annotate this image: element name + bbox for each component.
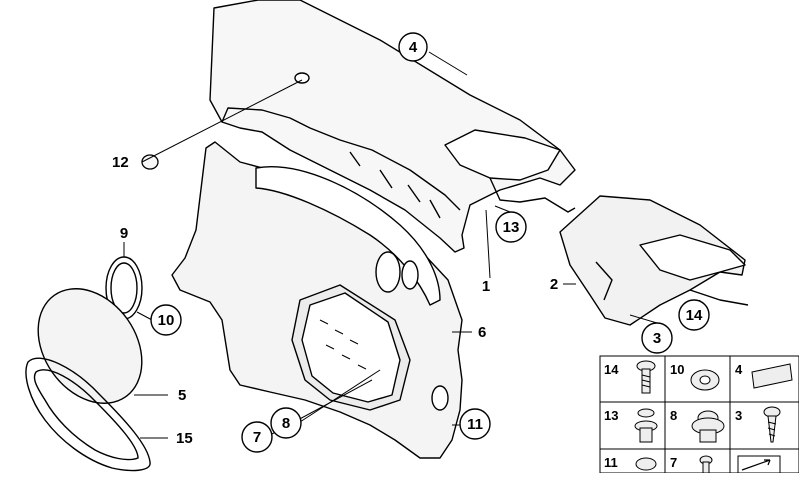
- svg-text:10: 10: [158, 312, 175, 329]
- svg-text:12: 12: [112, 154, 129, 171]
- callout-11: 11: [459, 408, 491, 440]
- svg-text:14: 14: [604, 362, 619, 377]
- callout-2: 2: [550, 276, 558, 293]
- fastener-legend: 14 10 4 13: [599, 355, 799, 474]
- grommet-icon: [691, 410, 725, 443]
- svg-text:3: 3: [653, 330, 661, 347]
- legend-cell-10: 10: [670, 362, 720, 391]
- callout-1: 1: [482, 278, 490, 295]
- part-side-trim: [171, 141, 463, 459]
- callout-6: 6: [478, 324, 486, 341]
- callout-4: 4: [398, 32, 428, 62]
- callout-13: 13: [495, 211, 527, 243]
- callout-9: 9: [120, 225, 128, 242]
- part-upper-trim-panel: [209, 0, 576, 253]
- svg-text:11: 11: [467, 416, 483, 433]
- part-speaker-frame: [25, 357, 151, 472]
- svg-text:8: 8: [282, 415, 290, 432]
- clip-nut-icon: [690, 369, 720, 391]
- svg-text:2: 2: [550, 276, 558, 293]
- svg-text:9: 9: [120, 225, 128, 242]
- svg-text:8: 8: [670, 408, 677, 423]
- screw-icon: [763, 406, 781, 443]
- svg-text:5: 5: [178, 387, 186, 404]
- legend-cell-4: 4: [735, 362, 793, 389]
- svg-text:4: 4: [409, 39, 418, 56]
- legend-cell-3: 3: [735, 406, 781, 443]
- leader-lines: [123, 51, 701, 439]
- callout-15: 15: [176, 430, 193, 447]
- part-plug: [141, 154, 159, 170]
- svg-text:11: 11: [604, 455, 618, 470]
- legend-cell-8: 8: [670, 408, 725, 443]
- legend-cell-14: 14: [604, 360, 656, 394]
- svg-text:3: 3: [735, 408, 742, 423]
- part-rear-bracket: [559, 195, 749, 326]
- callout-5: 5: [178, 387, 186, 404]
- pin-icon: [699, 455, 713, 474]
- legend-cell-13: 13: [604, 408, 658, 443]
- svg-text:13: 13: [503, 219, 520, 236]
- callout-14: 14: [678, 299, 710, 331]
- bolt-icon: [636, 360, 656, 394]
- callout-10: 10: [150, 304, 182, 336]
- svg-text:10: 10: [670, 362, 684, 377]
- part-speaker-cover: [37, 288, 143, 404]
- svg-text:13: 13: [604, 408, 618, 423]
- cap-icon: [751, 363, 793, 389]
- clip-icon: [635, 457, 657, 471]
- svg-text:1: 1: [482, 278, 490, 295]
- legend-cell-7: 7: [670, 455, 713, 474]
- svg-text:7: 7: [670, 455, 677, 470]
- callout-12: 12: [112, 154, 129, 171]
- svg-text:7: 7: [253, 429, 261, 446]
- expanding-rivet-icon: [634, 408, 658, 443]
- callout-8: 8: [270, 407, 302, 439]
- svg-text:4: 4: [735, 362, 743, 377]
- svg-text:14: 14: [686, 307, 703, 324]
- svg-text:15: 15: [176, 430, 193, 447]
- legend-cell-11: 11: [604, 455, 657, 471]
- arrow-icon: [737, 455, 781, 474]
- callout-7: 7: [241, 421, 273, 453]
- svg-text:6: 6: [478, 324, 486, 341]
- legend-cell-arrow: [737, 455, 781, 474]
- callout-3: 3: [641, 322, 673, 354]
